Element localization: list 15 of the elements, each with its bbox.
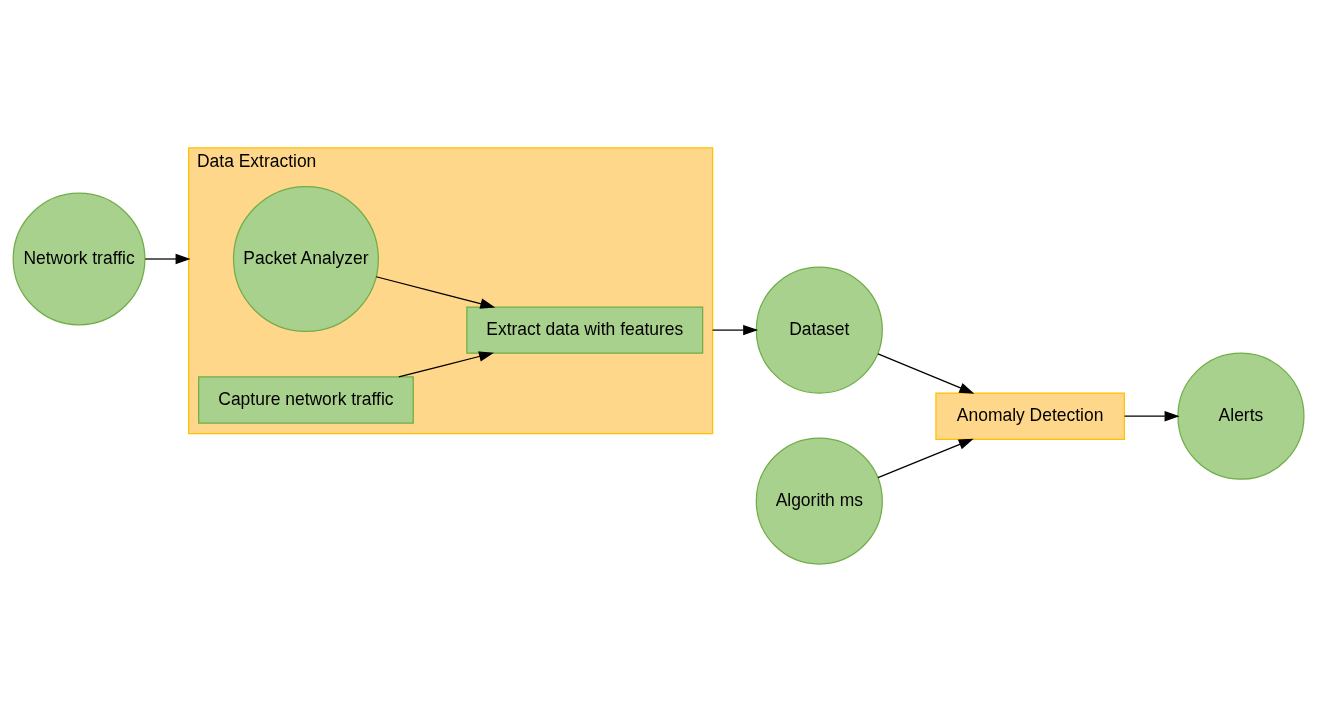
- node-box: Extract data with features: [466, 306, 704, 354]
- node-circle: Alerts: [1177, 352, 1305, 480]
- node-box: Capture network traffic: [198, 376, 414, 424]
- arrow: [712, 324, 759, 336]
- node-circle: Network traffic: [12, 192, 146, 326]
- arrow: [1123, 410, 1180, 422]
- arrow: [877, 353, 975, 394]
- node-circle: Dataset: [755, 266, 883, 394]
- node-circle: Algorith ms: [755, 437, 883, 565]
- arrow: [144, 253, 191, 265]
- arrow: [877, 438, 974, 479]
- arrow: [398, 351, 494, 378]
- node-circle: Packet Analyzer: [232, 185, 379, 333]
- arrow: [375, 276, 496, 309]
- node-box: Anomaly Detection: [935, 392, 1125, 440]
